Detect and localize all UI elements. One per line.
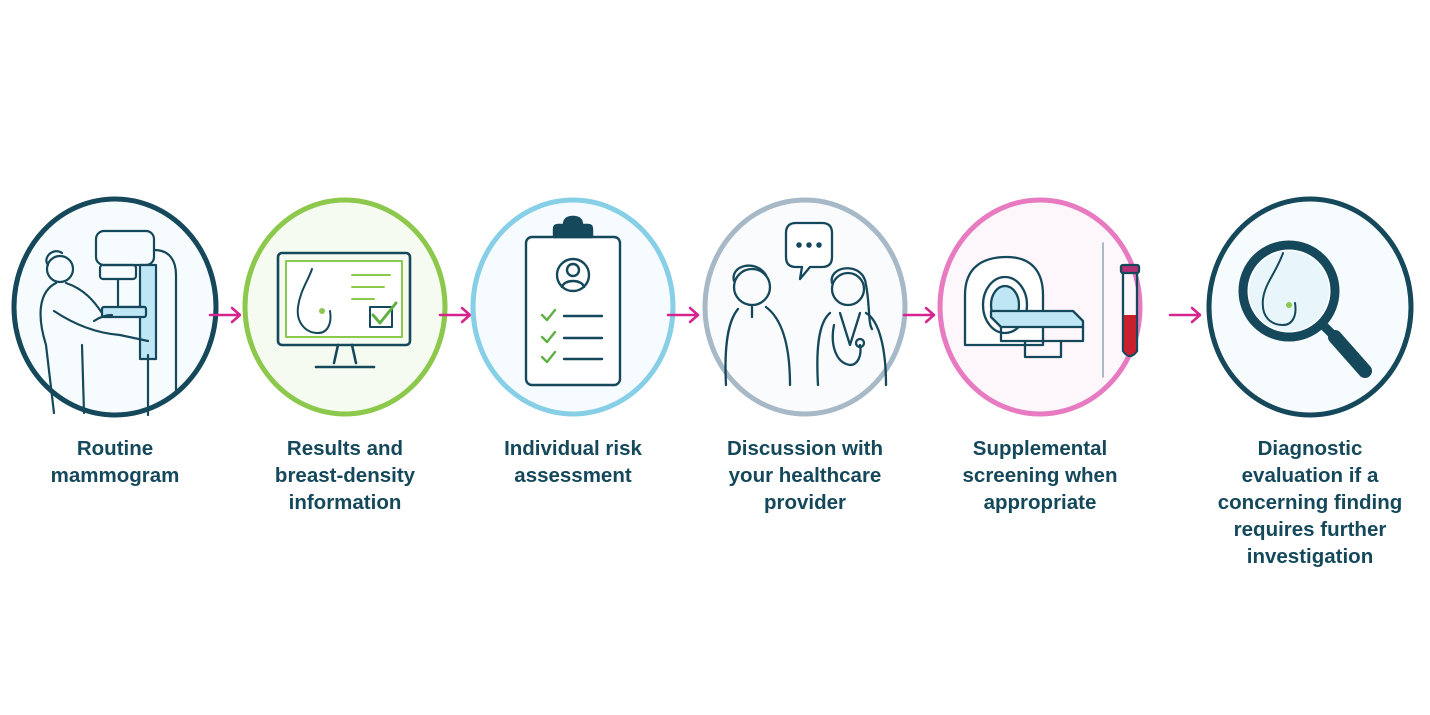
step-label-line: concerning finding [1217,491,1403,514]
arrow-icon [438,306,472,324]
step-label: Discussion with your healthcare provider [700,435,910,516]
step-label: Results and breast-density information [240,435,450,516]
step-label-line: Supplemental [972,437,1108,460]
step-label-line: screening when [962,464,1118,487]
step-label-line: Results and [286,437,404,460]
arrow-icon [902,306,936,324]
step-label: Individual risk assessment [468,435,678,489]
step-label-line: provider [763,491,847,514]
arrow-icon [666,306,700,324]
step-label: Routine mammogram [10,435,220,489]
clipboard-checklist-icon [470,197,676,417]
step-diagnostic-evaluation: Diagnostic evaluation if a concerning fi… [1205,195,1415,575]
step-label-line: evaluation if a [1241,464,1379,487]
step-label-line: requires further [1233,518,1387,541]
step-individual-risk-assessment: Individual risk assessment [468,195,678,575]
monitor-results-icon [242,197,448,417]
step-label: Supplemental screening when appropriate [935,435,1145,516]
step-label-line: Diagnostic [1257,437,1363,460]
arrow-icon [208,306,242,324]
step-label-line: Routine [76,437,154,460]
magnifying-glass-icon [1206,196,1414,418]
step-results-breast-density: Results and breast-density information [240,195,450,575]
step-supplemental-screening: Supplemental screening when appropriate [935,195,1145,575]
step-label-line: your healthcare [728,464,882,487]
step-label-line: mammogram [50,464,180,487]
step-label-line: breast-density [274,464,416,487]
step-label-line: appropriate [983,491,1097,514]
step-routine-mammogram: Routine mammogram [10,195,220,575]
step-label-line: assessment [514,464,632,487]
step-discussion-with-provider: Discussion with your healthcare provider [700,195,910,575]
step-label-line: investigation [1246,545,1374,568]
step-label-line: Discussion with [726,437,884,460]
patient-doctor-discussion-icon [702,197,908,417]
step-label: Diagnostic evaluation if a concerning fi… [1205,435,1415,570]
step-label-line: Individual risk [504,437,642,460]
arrow-icon [1168,306,1202,324]
step-label-line: information [288,491,402,514]
mri-scanner-blood-tube-icon [937,197,1143,417]
mammogram-icon [11,196,219,418]
